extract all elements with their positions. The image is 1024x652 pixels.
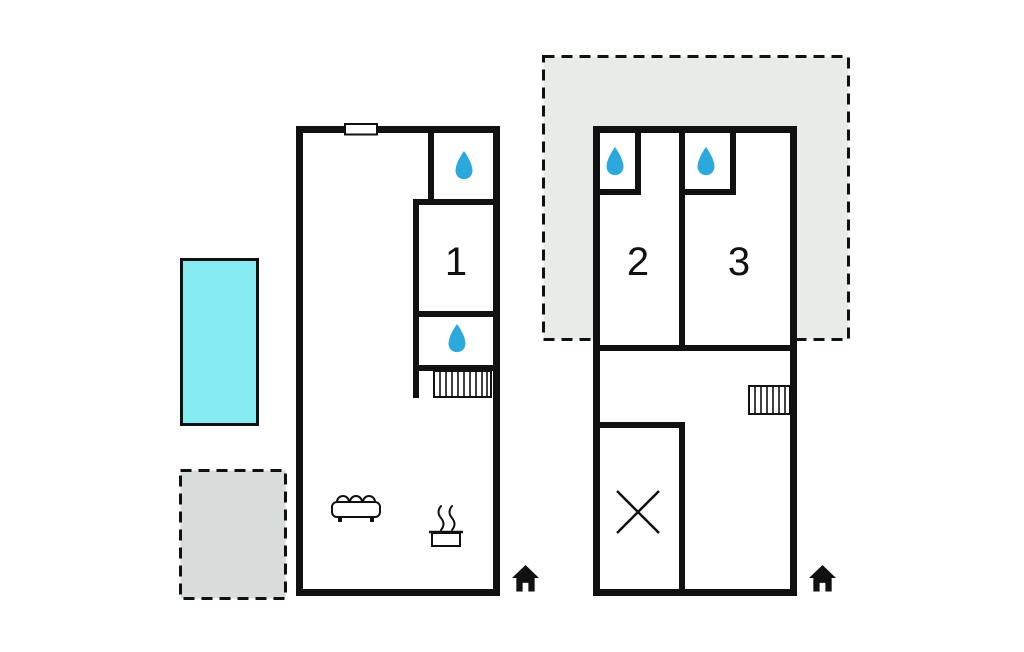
room-label: 2 (627, 240, 649, 284)
ground-floor: 1 (296, 123, 539, 596)
entrance-icon (512, 565, 539, 592)
upper-floor-outer-wall (593, 126, 797, 596)
cross-icon (616, 490, 660, 534)
sofa-icon (331, 495, 381, 522)
swimming-pool (180, 258, 259, 426)
stairs-icon (433, 370, 492, 398)
room-label: 1 (445, 240, 467, 284)
ground-floor-outer-wall (296, 126, 500, 596)
stove-icon (429, 505, 463, 547)
stairs-icon (748, 385, 791, 415)
terrace-area (179, 469, 287, 600)
room-label: 3 (728, 240, 750, 284)
window-icon (344, 123, 378, 136)
entrance-icon (809, 565, 836, 592)
upper-floor: 2 3 (593, 126, 836, 596)
